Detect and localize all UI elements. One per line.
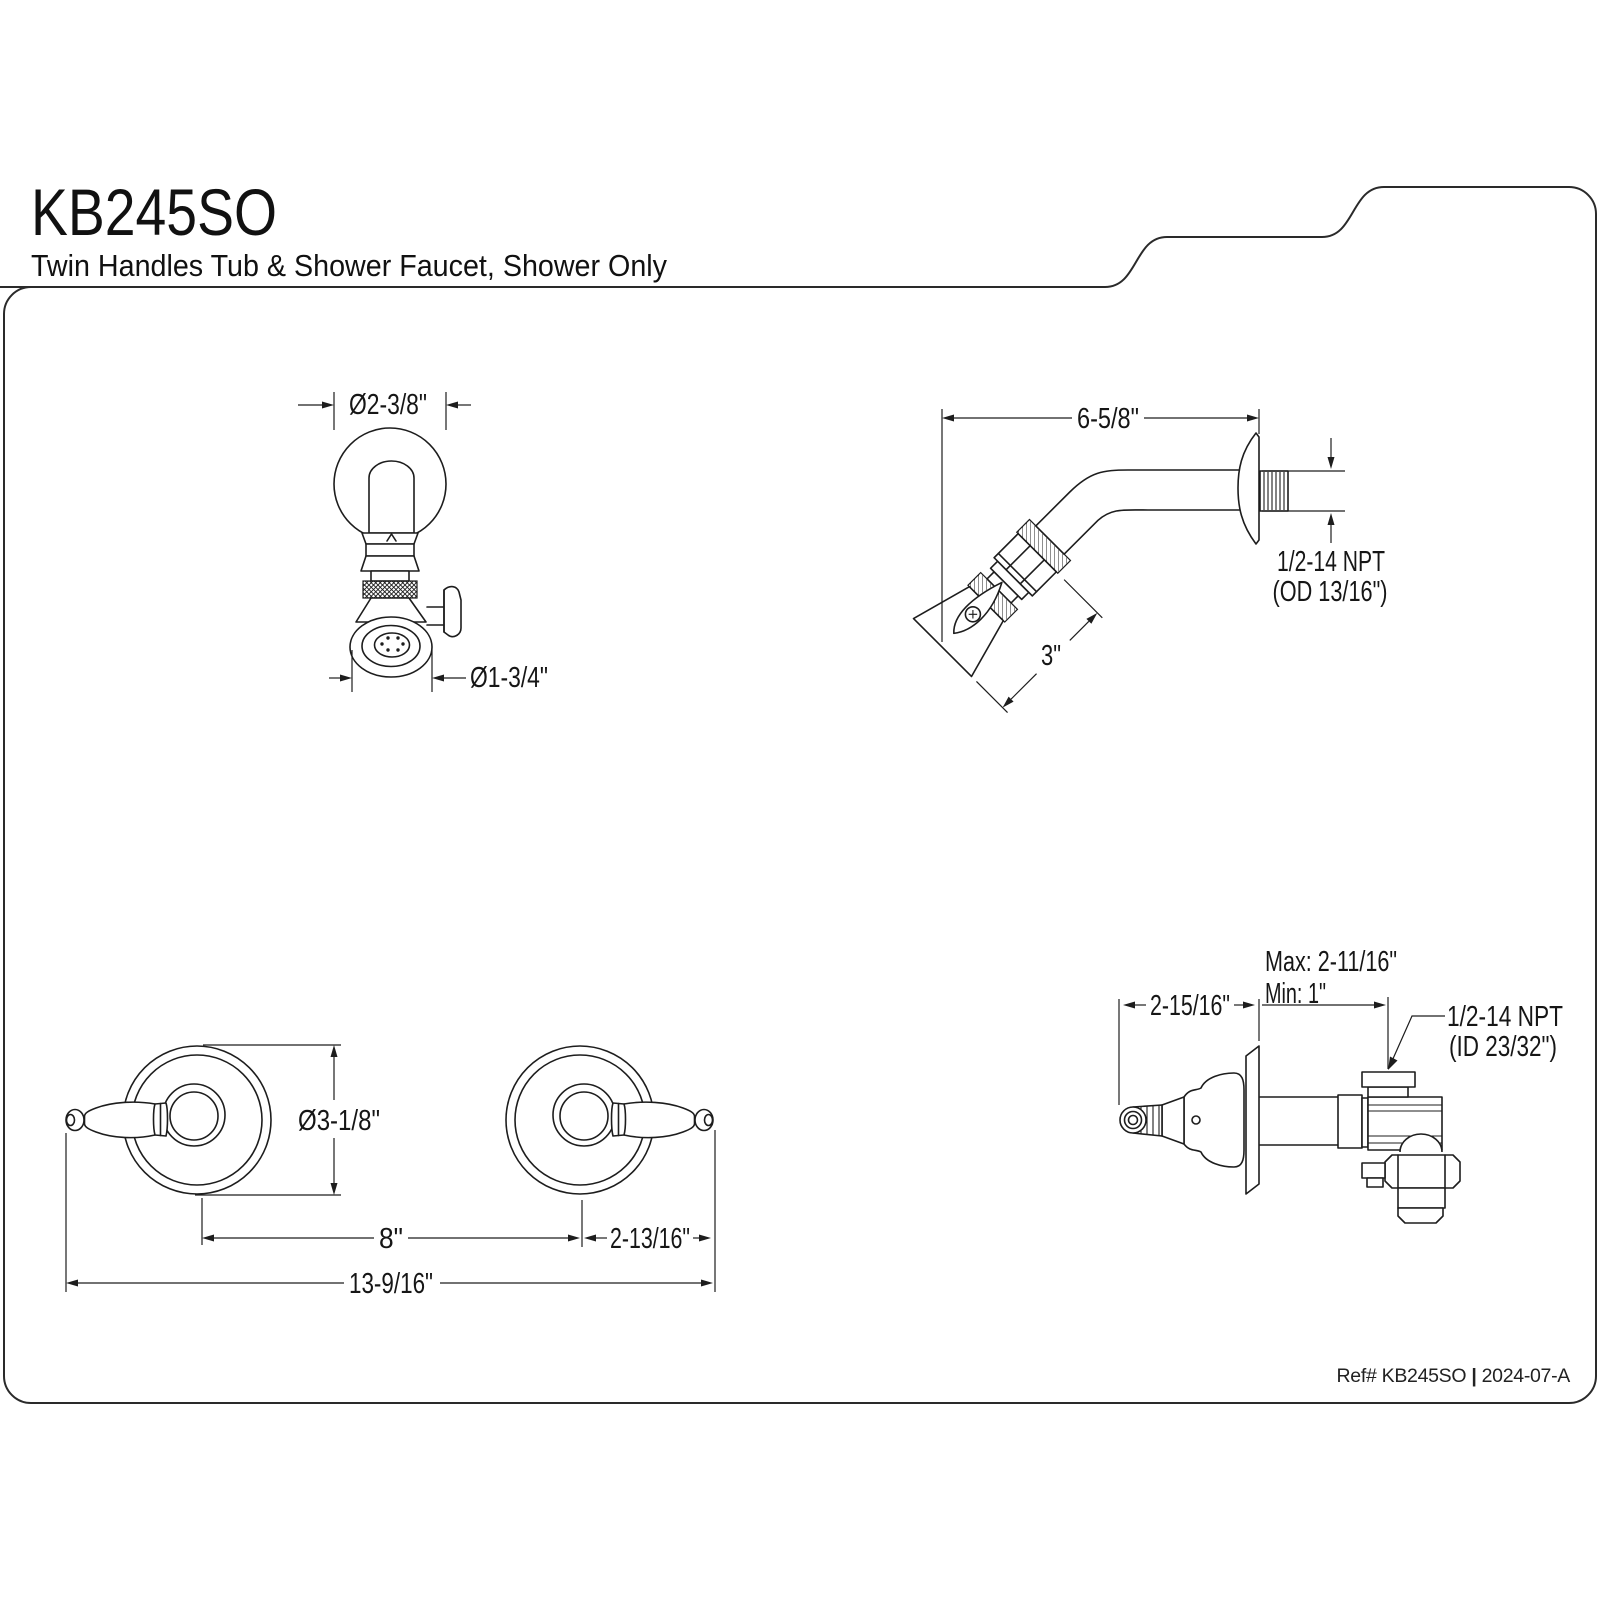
top-port-neck (1367, 1086, 1409, 1098)
dim-label-flange-diameter: Ø2-3/8" (349, 389, 427, 421)
dim-label-head-length: 3" (1041, 640, 1061, 672)
dim-label-handle-reach: 2-13/16" (610, 1223, 690, 1255)
set-screw (1191, 1115, 1201, 1125)
dim-head-diameter: Ø1-3/4" (329, 650, 548, 694)
lever-screw (964, 605, 982, 623)
label-thread-od-line1: 1/2-14 NPT (1277, 546, 1385, 578)
valve-body (1361, 1071, 1461, 1224)
spray-holes (380, 636, 405, 652)
page-subtitle: Twin Handles Tub & Shower Faucet, Shower… (31, 248, 667, 283)
label-thread-od-line2: (OD 13/16") (1273, 576, 1388, 608)
dim-handle-reach: 2-13/16" (584, 1130, 716, 1292)
dim-label-overall-width: 13-9/16" (349, 1268, 433, 1300)
wall-flange-side (1237, 432, 1260, 545)
dim-head-length (976, 579, 1103, 713)
dim-label-arm-length: 6-5/8" (1077, 403, 1139, 435)
reference-ref: Ref# KB245SO (1337, 1365, 1472, 1387)
lever-grip (623, 1101, 696, 1139)
dim-escutcheon-diameter: Ø3-1/8" (195, 1044, 380, 1196)
dim-label-center-spacing: 8" (379, 1223, 403, 1255)
dim-center-spacing: 8" (202, 1223, 580, 1255)
dim-overall-width: 13-9/16" (65, 1133, 713, 1300)
escutcheon-side (1245, 1045, 1260, 1195)
label-wall-min: Min: 1" (1265, 978, 1326, 1010)
shower-arm (1035, 469, 1244, 555)
label-thread-id: 1/2-14 NPT (ID 23/32") (1388, 1001, 1563, 1070)
label-thread-id-line1: 1/2-14 NPT (1447, 1001, 1563, 1033)
dim-arm-length: 6-5/8" (941, 403, 1260, 642)
outlet-hex (1397, 1207, 1444, 1224)
top-port-cap (1361, 1071, 1416, 1088)
union-nut (1384, 1154, 1461, 1189)
reference-separator: | (1471, 1365, 1476, 1387)
label-thread-id-line2: (ID 23/32") (1449, 1031, 1557, 1063)
valve-sleeve (1337, 1094, 1363, 1149)
drawing-showerhead-side: 3" 6-5/8" 1/2-14 NPT ( (912, 403, 1388, 713)
dim-thread-od: 1/2-14 NPT (OD 13/16") (1262, 438, 1388, 608)
knurled-ring (362, 580, 418, 599)
handle-left (65, 1045, 272, 1195)
lever-taper (1161, 1096, 1185, 1145)
handle-right (505, 1045, 714, 1195)
drawing-handles-front: Ø3-1/8" 8" 2-13/16" 13-9 (65, 1044, 716, 1300)
arm-nut-knurl (1015, 518, 1072, 575)
side-tab (1361, 1162, 1386, 1179)
spray-adjust-knob (443, 585, 462, 638)
outlet-collar (1397, 1187, 1446, 1209)
bottom-dome (1399, 1133, 1443, 1153)
dim-handle-depth: 2-15/16" (1118, 990, 1260, 1105)
thread-lines (1263, 472, 1285, 510)
handle-bell (1183, 1072, 1245, 1168)
drawing-showerhead-front: Ø2-3/8" Ø1-3/4" (298, 389, 548, 694)
label-wall-max: Max: 2-11/16" (1265, 946, 1397, 978)
dim-label-handle-depth: 2-15/16" (1150, 990, 1230, 1022)
dim-wall-range: Max: 2-11/16" Min: 1" (1262, 946, 1397, 1069)
reference-revision: 2024-07-A (1477, 1365, 1571, 1387)
sheet-border (0, 186, 1597, 1404)
drawing-valve-side: 2-15/16" Max: 2-11/16" Min: 1" 1/2-14 NP… (1118, 946, 1563, 1224)
page-title: KB245SO (31, 175, 277, 249)
arm-tube-front (368, 460, 415, 534)
lever-grip (83, 1101, 156, 1139)
dim-label-escutcheon-diameter: Ø3-1/8" (298, 1105, 380, 1137)
reference-note: Ref# KB245SO | 2024-07-A (1337, 1365, 1571, 1387)
dim-label-head-diameter: Ø1-3/4" (470, 662, 548, 694)
head-assembly (912, 518, 1103, 713)
dim-flange-diameter: Ø2-3/8" (298, 389, 471, 430)
